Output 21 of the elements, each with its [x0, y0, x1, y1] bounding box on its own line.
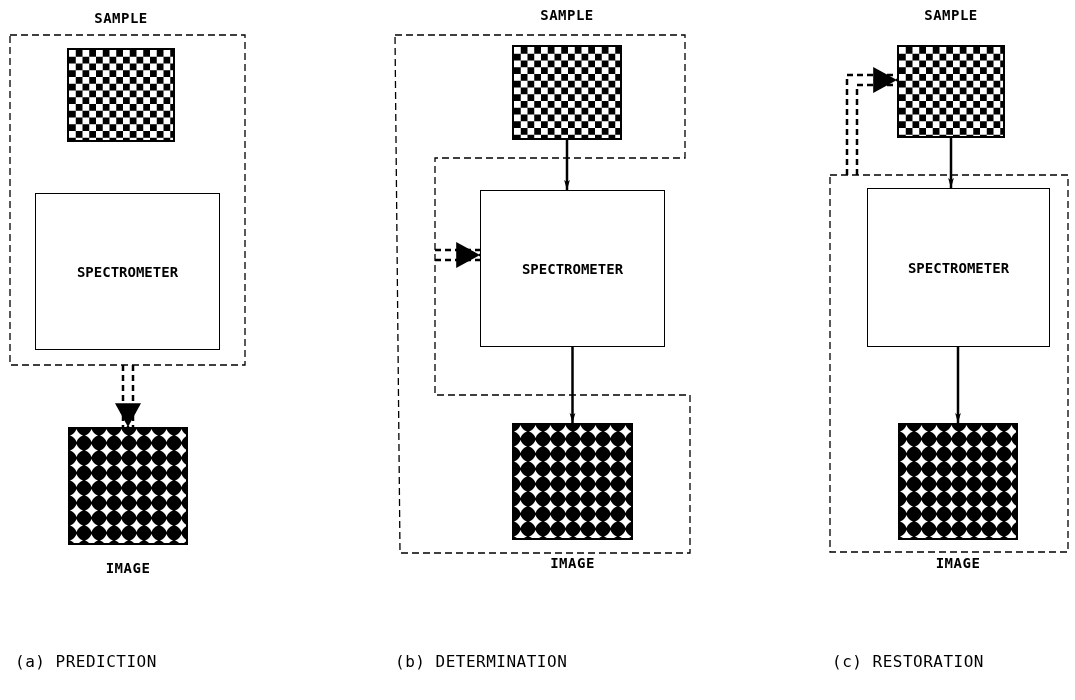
caption: (c) RESTORATION [832, 652, 984, 671]
caption: (b) DETERMINATION [395, 652, 568, 671]
arrow [564, 140, 570, 190]
arrow [948, 138, 954, 188]
arrow [569, 347, 576, 423]
box-label: SPECTROMETER [76, 263, 179, 280]
process-box [480, 190, 665, 347]
node-label: SAMPLE [540, 7, 594, 23]
arrow [845, 67, 899, 177]
node-label: SAMPLE [924, 7, 978, 23]
caption: (a) PREDICTION [15, 652, 157, 671]
box-label: SPECTROMETER [907, 259, 1010, 276]
box-label: SPECTROMETER [521, 260, 624, 277]
node-label: IMAGE [105, 560, 151, 576]
arrow [955, 347, 961, 423]
node-label: IMAGE [550, 555, 595, 571]
arrow [433, 242, 482, 268]
process-box [35, 193, 220, 350]
node-label: IMAGE [935, 555, 981, 571]
node-label: SAMPLE [94, 10, 148, 26]
process-box [867, 188, 1050, 347]
